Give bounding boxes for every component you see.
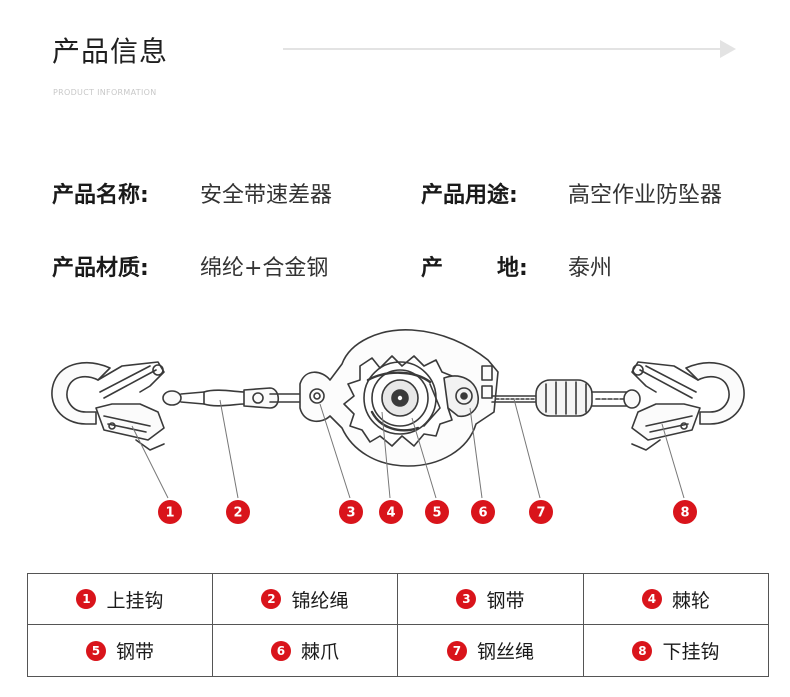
callout-4: 4	[386, 506, 395, 521]
spec-use-value: 高空作业防坠器	[568, 183, 723, 208]
parts-cell-5: 5 钢带	[28, 625, 213, 676]
upper-hook-drawing	[51, 361, 165, 451]
spec-origin-label-part2: 地:	[497, 256, 528, 281]
spec-material-value: 绵纶+合金钢	[200, 256, 329, 281]
housing-drawing	[299, 329, 499, 467]
parts-cell-3: 3 钢带	[398, 574, 584, 625]
parts-cell-2: 2 锦纶绳	[213, 574, 398, 625]
callout-7: 7	[536, 506, 545, 521]
callout-1: 1	[165, 506, 174, 521]
callout-7-badge: 7	[529, 500, 553, 524]
spec-name-value: 安全带速差器	[200, 183, 333, 208]
spec-material-label: 产品材质:	[52, 256, 149, 281]
callout-6: 6	[478, 506, 487, 521]
wire-rope-drawing	[491, 379, 641, 417]
parts-legend-table: 1 上挂钩 2 锦纶绳 3 钢带 4 棘轮 5 钢带 6 棘爪 7 钢丝绳 8 下挂钩	[27, 573, 769, 677]
part-3-number: 3	[456, 589, 477, 609]
callout-6-badge: 6	[471, 500, 495, 524]
callout-3-badge: 3	[339, 500, 363, 524]
page-subtitle: PRODUCT INFORMATION	[53, 88, 157, 97]
part-2-name: 锦纶绳	[291, 589, 349, 612]
parts-cell-1: 1 上挂钩	[28, 574, 213, 625]
callout-5-badge: 5	[425, 500, 449, 524]
callout-2-badge: 2	[226, 500, 250, 524]
part-5-name: 钢带	[115, 641, 154, 663]
part-5-number: 5	[85, 640, 106, 661]
callout-5: 5	[432, 506, 441, 521]
lower-hook-drawing	[631, 361, 745, 451]
parts-cell-8: 8 下挂钩	[584, 625, 768, 676]
header-divider	[283, 48, 721, 50]
part-6-name: 棘爪	[300, 641, 339, 663]
part-3-name: 钢带	[486, 589, 525, 612]
product-diagram: 1 2 3 4 5 6 7 8	[51, 329, 745, 524]
callout-4-badge: 4	[379, 500, 403, 524]
spec-use-label: 产品用途:	[421, 183, 518, 208]
spec-origin-value: 泰州	[568, 256, 613, 281]
part-6-number: 6	[270, 640, 291, 661]
part-2-number: 2	[261, 589, 282, 609]
arrow-right-icon	[720, 40, 736, 58]
spec-name-label: 产品名称:	[52, 183, 149, 208]
callout-2: 2	[233, 506, 242, 521]
callout-8: 8	[680, 506, 689, 521]
part-4-number: 4	[641, 589, 662, 609]
part-1-number: 1	[76, 589, 97, 609]
callout-8-badge: 8	[673, 500, 697, 524]
callout-3: 3	[346, 506, 355, 521]
spec-origin-label-part1: 产	[421, 256, 444, 281]
part-8-number: 8	[632, 640, 653, 661]
page-title: 产品信息	[52, 35, 169, 68]
part-4-name: 棘轮	[671, 589, 710, 612]
callout-1-badge: 1	[158, 500, 182, 524]
part-8-name: 下挂钩	[662, 641, 720, 663]
parts-cell-4: 4 棘轮	[584, 574, 768, 625]
parts-cell-7: 7 钢丝绳	[398, 625, 584, 676]
part-7-number: 7	[446, 640, 467, 661]
part-7-name: 钢丝绳	[476, 641, 534, 663]
part-1-name: 上挂钩	[106, 589, 164, 612]
parts-cell-6: 6 棘爪	[213, 625, 398, 676]
spec-origin-label: 产 地:	[421, 250, 528, 282]
webbing-drawing	[162, 387, 301, 409]
